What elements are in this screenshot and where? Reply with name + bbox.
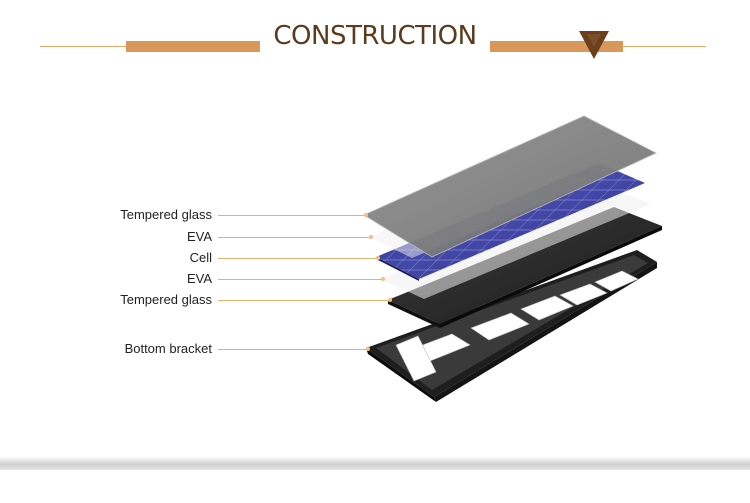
leader-line xyxy=(218,258,378,259)
leader-dot xyxy=(369,235,373,239)
leader-line xyxy=(218,300,390,301)
leader-line xyxy=(218,349,368,350)
leader-dot xyxy=(366,347,370,351)
leader-dot xyxy=(364,213,368,217)
label-bottom-bracket: Bottom bracket xyxy=(124,341,212,356)
label-eva-lower: EVA xyxy=(186,271,212,286)
leader-dot xyxy=(376,256,380,260)
leader-dot xyxy=(381,277,385,281)
top-glass-layer xyxy=(363,115,657,258)
bottom-bracket-layer xyxy=(366,250,657,402)
lower-eva-layer xyxy=(381,186,651,299)
leader-line xyxy=(218,279,383,280)
label-cell: Cell xyxy=(189,250,212,265)
leader-dot xyxy=(388,298,392,302)
label-tempered-glass-bottom: Tempered glass xyxy=(120,292,212,307)
label-eva-upper: EVA xyxy=(186,229,212,244)
footer-shadow xyxy=(0,456,750,470)
lower-glass-layer xyxy=(388,207,662,328)
page-title: CONSTRUCTION xyxy=(260,17,490,55)
label-tempered-glass-top: Tempered glass xyxy=(120,207,212,222)
triangle-down-icon xyxy=(579,31,609,59)
leader-line xyxy=(218,215,366,216)
leader-line xyxy=(218,237,371,238)
